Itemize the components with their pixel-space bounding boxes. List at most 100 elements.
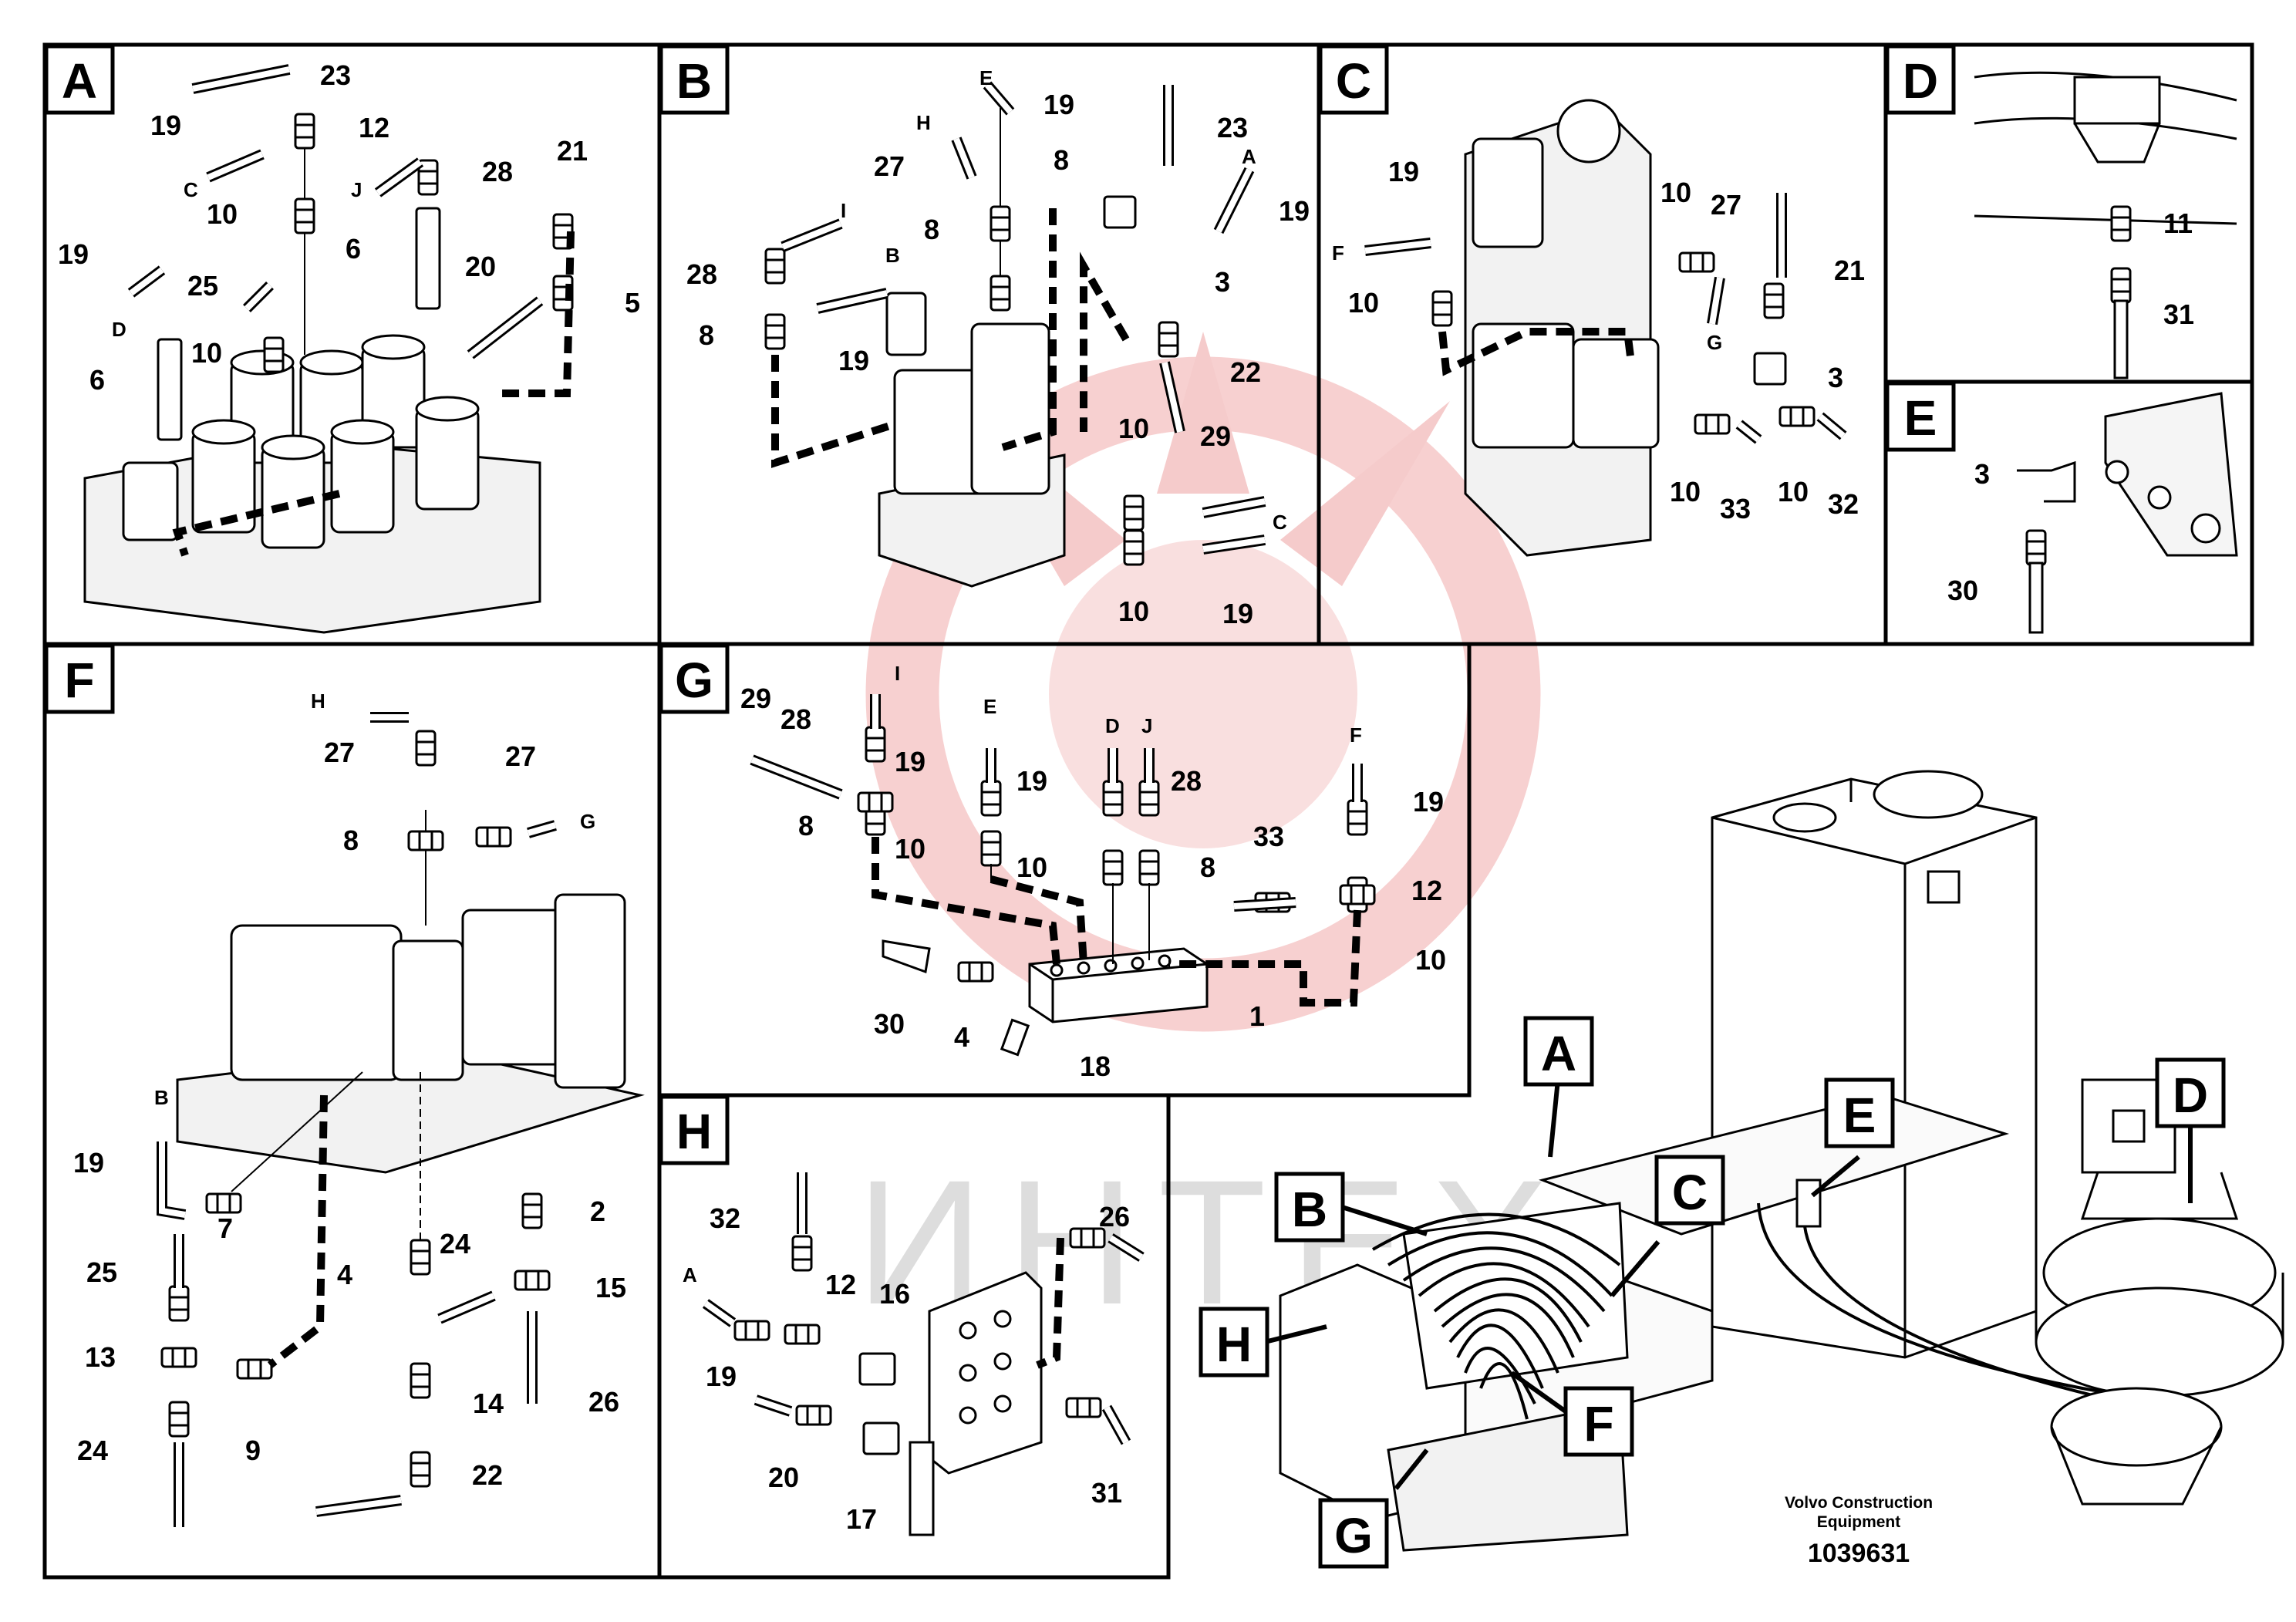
- document-number: 1039631: [1808, 1539, 1910, 1568]
- panel-a-labels: 23 19 12 C 28 J 10 21 19 6 20 25 5 D 10 …: [58, 59, 640, 396]
- part-label: 31: [2163, 298, 2194, 330]
- callout-c: C: [1610, 1155, 1725, 1297]
- part-label: 32: [1828, 488, 1859, 520]
- part-label: 8: [1200, 851, 1215, 883]
- callout-h: H: [1199, 1307, 1327, 1378]
- panel-f-drawing: [157, 712, 645, 1527]
- part-label: 19: [1413, 786, 1444, 818]
- part-label: 28: [1171, 765, 1202, 797]
- panel-c-labels: 19 10 27 F 21 10 G 3 10 33 10 32: [1332, 156, 1865, 524]
- panel-g-labels: I 29 28 E D J F 19 19 28 19 8 10 10 8 33…: [740, 662, 1446, 1082]
- part-label: G: [675, 653, 713, 708]
- part-label: D: [2173, 1067, 2208, 1123]
- part-label: H: [1216, 1317, 1252, 1372]
- part-label: G: [1334, 1508, 1373, 1563]
- part-label: 25: [187, 270, 218, 302]
- part-label: H: [676, 1104, 712, 1159]
- part-label: 9: [245, 1435, 261, 1466]
- part-label: 6: [89, 364, 105, 396]
- panel-tag-g: G: [659, 643, 730, 714]
- credit-line-1: Volvo Construction: [1785, 1494, 1933, 1512]
- part-label: 10: [1118, 413, 1149, 444]
- part-label: B: [885, 244, 900, 267]
- part-label: 20: [768, 1462, 799, 1493]
- part-label: 8: [924, 214, 939, 245]
- part-label: 33: [1720, 493, 1751, 524]
- panel-tags: A B C D E F G H: [44, 44, 1956, 1165]
- callout-a: A: [1523, 1016, 1594, 1158]
- part-label: 24: [440, 1228, 470, 1259]
- part-label: F: [1350, 723, 1362, 747]
- part-label: 30: [1947, 575, 1978, 606]
- part-label: 15: [595, 1272, 626, 1303]
- panel-e-labels: 3 30: [1947, 458, 1990, 606]
- part-label: J: [351, 178, 362, 201]
- part-label: A: [1541, 1026, 1576, 1081]
- part-label: 18: [1080, 1050, 1111, 1082]
- part-label: 10: [1660, 177, 1691, 208]
- part-label: A: [683, 1263, 697, 1286]
- part-label: 8: [1054, 144, 1069, 176]
- panel-g-drawing: [750, 694, 1376, 1057]
- part-label: 27: [1711, 189, 1741, 221]
- callout-b: B: [1274, 1172, 1428, 1243]
- part-label: 10: [1415, 944, 1446, 976]
- panel-tag-a: A: [44, 44, 115, 115]
- part-label: 19: [58, 238, 89, 270]
- part-label: H: [311, 690, 325, 713]
- part-label: 13: [85, 1341, 116, 1373]
- part-label: 19: [706, 1361, 737, 1392]
- part-label: 21: [557, 135, 588, 167]
- part-label: 5: [625, 287, 640, 319]
- part-label: 28: [686, 258, 717, 290]
- part-label: 6: [346, 233, 361, 265]
- part-label: 10: [1778, 476, 1809, 508]
- part-label: 2: [590, 1195, 605, 1227]
- part-label: 12: [359, 112, 389, 143]
- part-label: 10: [191, 337, 222, 369]
- panel-a-drawing: [83, 64, 575, 634]
- panel-tag-h: H: [659, 1094, 730, 1165]
- panel-b-labels: E 19 23 H A 27 8 19 8 I 28 3 B 8 19 22 1…: [686, 66, 1310, 629]
- part-label: 8: [343, 824, 359, 856]
- part-label: 19: [1222, 598, 1253, 629]
- part-label: 20: [465, 251, 496, 282]
- part-label: 4: [954, 1021, 969, 1053]
- panel-c-drawing: [1364, 99, 1847, 557]
- credit-line-2: Equipment: [1817, 1513, 1901, 1531]
- callout-e: E: [1811, 1077, 1895, 1198]
- part-label: 32: [710, 1202, 740, 1234]
- part-label: B: [154, 1086, 169, 1109]
- part-label: 19: [73, 1147, 104, 1179]
- part-label: A: [62, 53, 97, 109]
- panel-frames: [42, 42, 2254, 1580]
- panel-h-labels: 32 26 A 12 16 19 20 17 31: [683, 1201, 1130, 1535]
- part-label: I: [841, 199, 846, 222]
- panel-e-drawing: [2017, 392, 2238, 634]
- part-label: 19: [838, 345, 869, 376]
- part-label: 10: [1017, 851, 1047, 883]
- part-label: 19: [1388, 156, 1419, 187]
- callout-g: G: [1318, 1448, 1429, 1569]
- part-label: 8: [699, 319, 714, 351]
- part-label: F: [1583, 1396, 1613, 1452]
- overview-callouts: A B C D E F H G: [1199, 1016, 2226, 1569]
- part-label: 8: [798, 810, 814, 841]
- part-label: 1: [1249, 1000, 1265, 1032]
- credit-block: Volvo Construction Equipment 1039631: [1785, 1494, 1933, 1568]
- panel-tag-e: E: [1885, 381, 1956, 452]
- part-label: 30: [874, 1008, 905, 1040]
- part-label: 3: [1828, 362, 1843, 393]
- callout-d: D: [2155, 1057, 2226, 1203]
- part-label: 10: [1118, 595, 1149, 627]
- part-label: 19: [895, 746, 925, 777]
- part-label: E: [983, 695, 996, 718]
- part-label: 28: [482, 156, 513, 187]
- part-label: 3: [1215, 266, 1230, 298]
- part-label: B: [1292, 1182, 1327, 1237]
- part-label: G: [1707, 331, 1722, 354]
- panel-tag-f: F: [44, 643, 115, 714]
- part-label: 29: [740, 683, 771, 714]
- part-label: C: [1672, 1165, 1708, 1220]
